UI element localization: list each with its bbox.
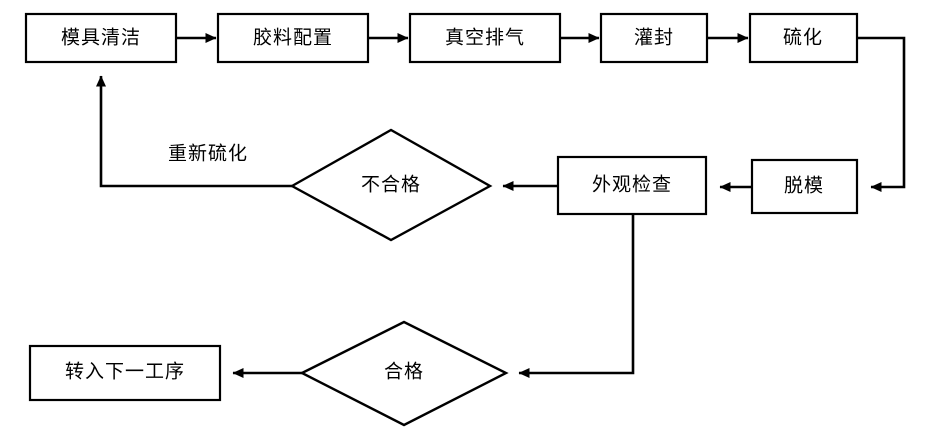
node-label: 模具清洁 (61, 26, 141, 48)
node-label: 真空排气 (445, 26, 525, 48)
edge-label-rework: 重新硫化 (168, 142, 248, 164)
edge-d1-to-n1 (96, 75, 292, 188)
diamond-shape (289, 128, 493, 242)
node-box (599, 12, 709, 64)
node-label: 硫化 (783, 26, 823, 48)
node-box (556, 155, 708, 216)
node-mold-cleaning[interactable]: 模具清洁 (24, 12, 178, 64)
decision-fail[interactable]: 不合格 (289, 128, 493, 242)
node-label: 脱模 (784, 174, 824, 196)
node-label: 灌封 (634, 26, 674, 48)
node-box (748, 12, 859, 64)
node-box (408, 12, 562, 64)
node-appearance-inspection[interactable]: 外观检查 (556, 155, 708, 216)
edge-n7-to-d2 (518, 214, 635, 378)
node-label: 外观检查 (592, 173, 672, 195)
node-adhesive-prep[interactable]: 胶料配置 (216, 12, 370, 64)
node-vulcanization[interactable]: 硫化 (748, 12, 859, 64)
node-next-process[interactable]: 转入下一工序 (28, 344, 222, 402)
decision-label: 不合格 (361, 173, 421, 195)
node-vacuum-degassing[interactable]: 真空排气 (408, 12, 562, 64)
node-label: 转入下一工序 (65, 360, 185, 382)
decision-pass[interactable]: 合格 (299, 320, 509, 427)
node-box (750, 158, 859, 215)
node-potting[interactable]: 灌封 (599, 12, 709, 64)
node-box (24, 12, 178, 64)
edge-n5-to-n6 (857, 36, 906, 192)
node-demolding[interactable]: 脱模 (750, 158, 859, 215)
node-box (28, 344, 222, 402)
node-label: 胶料配置 (253, 26, 333, 48)
node-box (216, 12, 370, 64)
decision-label: 合格 (384, 360, 424, 382)
figure-caption (96, 431, 396, 443)
diamond-shape (299, 320, 509, 427)
